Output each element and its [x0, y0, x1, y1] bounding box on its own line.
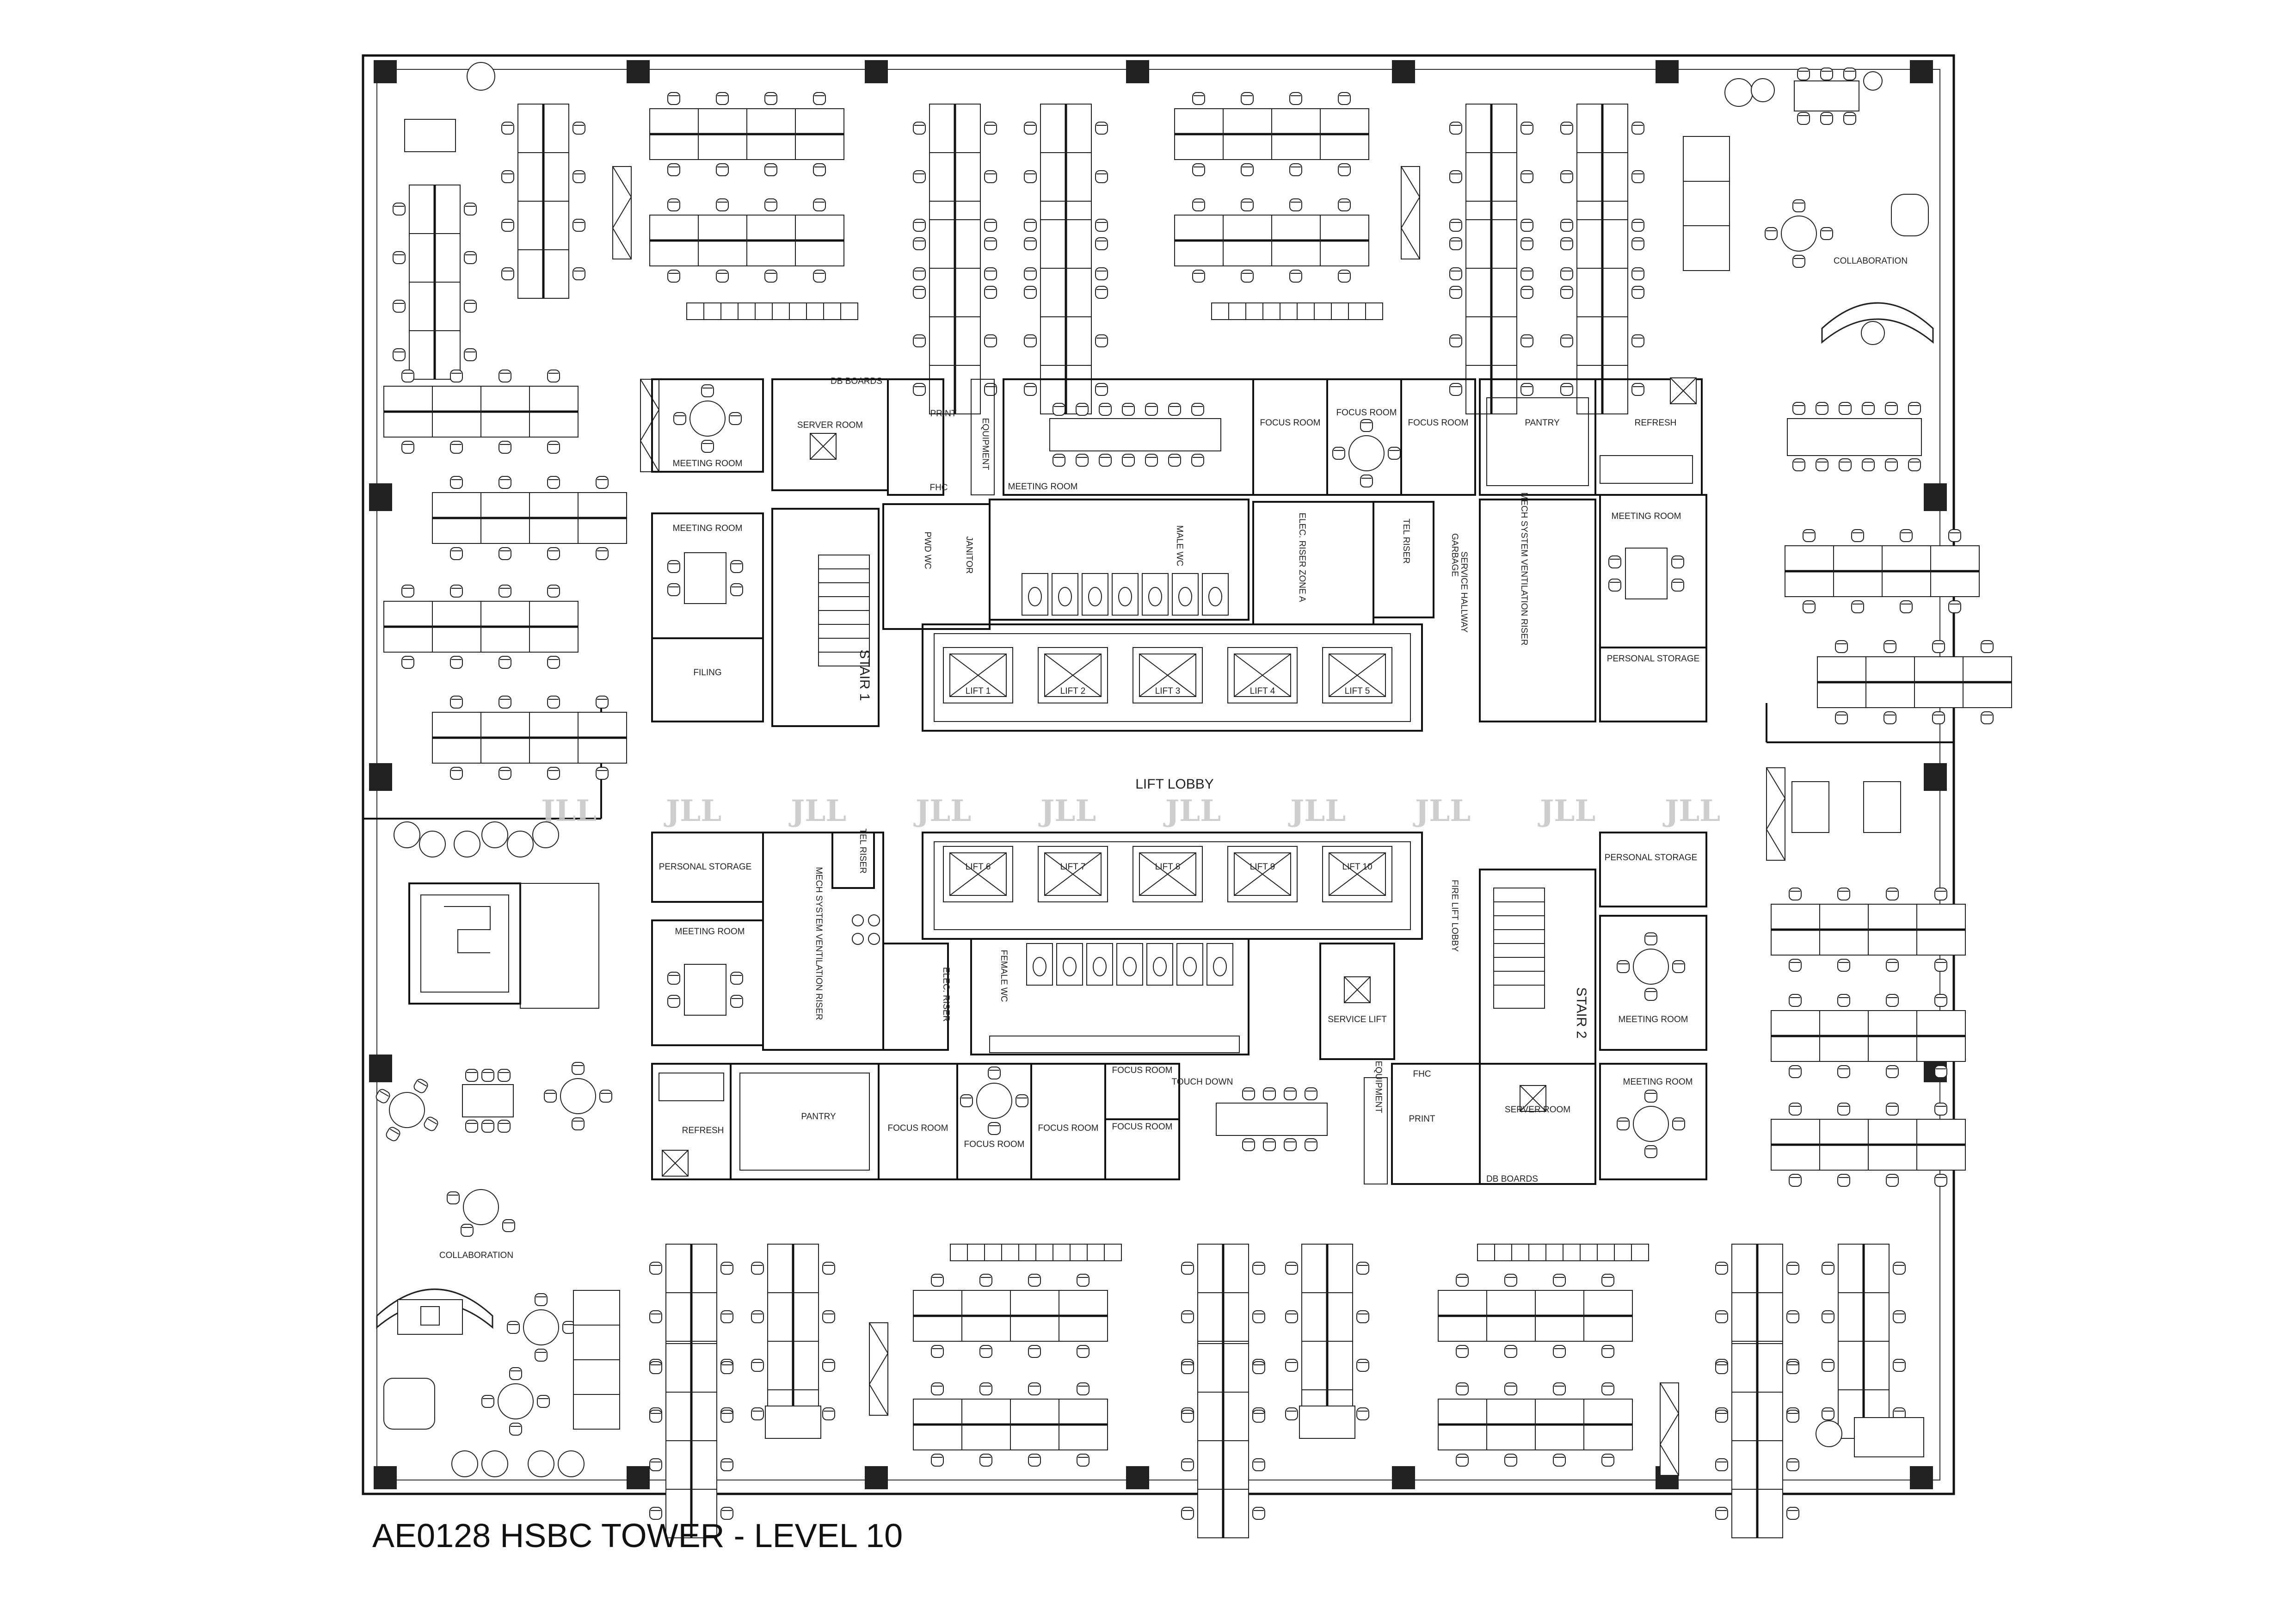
watermark-5: JLL: [1038, 794, 1096, 828]
south-workstations: [650, 1244, 1924, 1538]
label-refresh-s: REFRESH: [682, 1126, 724, 1135]
label-focus-room-n1: FOCUS ROOM: [1260, 418, 1321, 428]
watermark-4: JLL: [913, 794, 971, 828]
watermark-7: JLL: [1288, 794, 1346, 828]
label-personal-storage-ne: PERSONAL STORAGE: [1607, 654, 1700, 664]
label-fhc-n: FHC: [929, 483, 948, 493]
watermark-9: JLL: [1538, 794, 1595, 828]
label-mech-riser-n: MECH SYSTEM VENTILATION RISER: [1519, 492, 1529, 645]
label-male-wc: MALE WC: [1175, 525, 1184, 567]
plan-title: AE0128 HSBC TOWER - LEVEL 10: [372, 1517, 903, 1554]
label-collaboration-sw: COLLABORATION: [439, 1251, 513, 1260]
label-equipment-s: EQUIPMENT: [1373, 1061, 1383, 1113]
label-lift-6: LIFT 6: [966, 862, 991, 872]
label-print-s: PRINT: [1409, 1114, 1435, 1124]
label-focus-room-s3: FOCUS ROOM: [1038, 1123, 1099, 1133]
label-stair-2: STAIR 2: [1574, 987, 1589, 1038]
label-meeting-room-n1: MEETING ROOM: [673, 459, 743, 469]
label-meeting-room-se2: MEETING ROOM: [1623, 1077, 1693, 1087]
label-elec-riser-s: ELEC. RISER: [941, 967, 951, 1022]
label-touch-down: TOUCH DOWN: [1172, 1077, 1233, 1087]
label-collaboration-ne: COLLABORATION: [1834, 256, 1908, 266]
label-server-room-s: SERVER ROOM: [1505, 1105, 1570, 1115]
label-lift-2: LIFT 2: [1060, 686, 1086, 696]
label-pantry-n: PANTRY: [1525, 418, 1560, 428]
ne-collaboration-area: COLLABORATION: [1724, 68, 1934, 345]
label-meeting-room-ne: MEETING ROOM: [1612, 512, 1681, 521]
label-lift-5: LIFT 5: [1345, 686, 1370, 696]
label-meeting-room-se1: MEETING ROOM: [1619, 1015, 1688, 1024]
watermark-band: JLL JLL JLL JLL JLL JLL JLL JLL JLL JLL: [539, 794, 1720, 828]
label-personal-storage-e: PERSONAL STORAGE: [1605, 853, 1698, 863]
watermark-10: JLL: [1662, 794, 1720, 828]
label-meeting-room-n2: MEETING ROOM: [1008, 482, 1078, 492]
label-stair-1: STAIR 1: [857, 649, 872, 701]
label-garbage: GARBAGE: [1450, 533, 1459, 577]
label-focus-room-n3: FOCUS ROOM: [1408, 418, 1469, 428]
label-fhc-s: FHC: [1413, 1069, 1431, 1079]
label-lift-9: LIFT 9: [1250, 862, 1275, 872]
label-focus-room-n2: FOCUS ROOM: [1336, 408, 1397, 418]
structural-columns: [369, 60, 1947, 1489]
label-lift-4: LIFT 4: [1250, 686, 1275, 696]
label-equipment-n: EQUIPMENT: [980, 418, 990, 470]
label-lift-7: LIFT 7: [1060, 862, 1086, 872]
label-service-lift: SERVICE LIFT: [1328, 1015, 1387, 1024]
label-lift-lobby: LIFT LOBBY: [1135, 777, 1214, 792]
label-service-hallway: SERVICE HALLWAY: [1459, 551, 1469, 633]
watermark-2: JLL: [664, 794, 721, 828]
label-db-boards-n: DB BOARDS: [831, 376, 882, 386]
label-filing: FILING: [693, 668, 721, 678]
label-meeting-room-nw: MEETING ROOM: [673, 524, 743, 533]
label-db-boards-s: DB BOARDS: [1486, 1174, 1538, 1184]
core-south: LIFT 6 LIFT 7 LIFT 8 LIFT 9 LIFT 10 PERS…: [651, 828, 1707, 1185]
core-north: MEETING ROOM MEETING ROOM FILING SERVER …: [651, 376, 1707, 732]
label-lift-8: LIFT 8: [1155, 862, 1181, 872]
label-mech-riser-s: MECH SYSTEM VENTILATION RISER: [814, 867, 824, 1020]
label-fire-lift-lobby: FIRE LIFT LOBBY: [1450, 880, 1459, 952]
label-meeting-room-sw: MEETING ROOM: [675, 927, 745, 937]
label-elec-riser-zone-a: ELEC. RISER ZONE A: [1297, 512, 1307, 602]
watermark-3: JLL: [788, 794, 846, 828]
label-tel-riser-n: TEL RISER: [1401, 518, 1411, 564]
label-server-room-n: SERVER ROOM: [797, 420, 863, 430]
label-female-wc: FEMALE WC: [999, 950, 1009, 1002]
label-janitor: JANITOR: [964, 537, 974, 574]
label-pwd-wc: PWD WC: [923, 531, 932, 569]
label-focus-room-s1: FOCUS ROOM: [888, 1123, 948, 1133]
label-lift-3: LIFT 3: [1155, 686, 1181, 696]
label-tel-riser-s: TEL RISER: [858, 828, 868, 874]
west-south-area: COLLABORATION: [361, 821, 620, 1477]
label-focus-room-s4: FOCUS ROOM: [1112, 1066, 1173, 1075]
watermark-8: JLL: [1413, 794, 1471, 828]
label-lift-10: LIFT 10: [1342, 862, 1372, 872]
west-workstations: [384, 370, 659, 779]
label-focus-room-s5: FOCUS ROOM: [1112, 1122, 1173, 1132]
label-focus-room-s2: FOCUS ROOM: [964, 1140, 1025, 1149]
north-workstations: [393, 62, 1730, 414]
label-print-n: PRINT: [930, 409, 957, 419]
east-south-area: [1766, 767, 1965, 1186]
label-personal-storage-w: PERSONAL STORAGE: [659, 862, 752, 872]
label-lift-1: LIFT 1: [966, 686, 991, 696]
watermark-6: JLL: [1163, 794, 1221, 828]
label-refresh-n: REFRESH: [1635, 418, 1677, 428]
ne-workstations: [1785, 402, 2012, 724]
label-pantry-s: PANTRY: [801, 1112, 836, 1122]
